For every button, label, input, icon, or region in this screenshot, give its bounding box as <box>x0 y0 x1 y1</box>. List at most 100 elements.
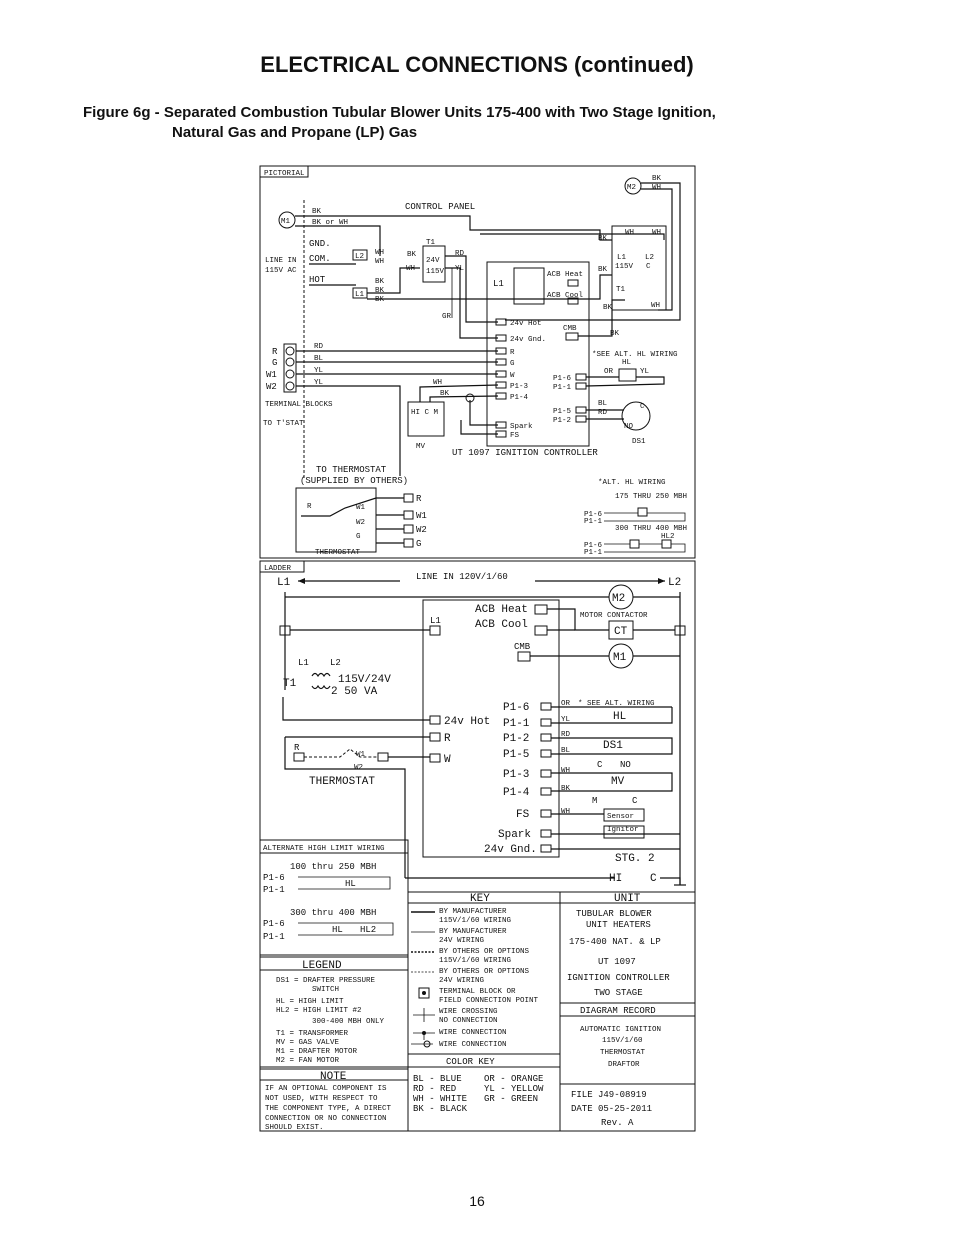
legend-item-5: T1 = TRANSFORMER <box>276 1030 349 1038</box>
legend-item-8: M2 = FAN MOTOR <box>276 1057 340 1065</box>
tstat-r-line <box>301 497 404 517</box>
record-line-2: THERMOSTAT <box>600 1049 646 1057</box>
transformer-coil-top <box>311 672 331 678</box>
legend-item-6: MV = GAS VALVE <box>276 1039 340 1047</box>
key-symbol-7-ring <box>423 1040 431 1048</box>
m2-label: M2 <box>627 184 636 192</box>
com-label: COM. <box>309 254 331 264</box>
sensor-box <box>603 808 645 822</box>
l2-block <box>352 249 368 261</box>
tstat-g-label: G <box>356 533 361 541</box>
alt-300-label: 300 THRU 400 MBH <box>615 525 687 533</box>
t1-115v-label: 115V <box>426 268 445 276</box>
l1-feed-wire <box>367 274 612 300</box>
ladder-controller-box <box>422 599 560 858</box>
ladder-yl-label: YL <box>561 716 571 724</box>
m2-wh-wire <box>641 188 673 311</box>
pin-spark: Spark <box>498 829 531 841</box>
alt-p11-2: P1-1 <box>263 932 285 942</box>
key-symbol-4-dot <box>422 991 426 995</box>
key-item-3a: BY OTHERS OR OPTIONS <box>439 968 530 976</box>
t1-rd-wire <box>445 255 498 323</box>
ignition-controller-box <box>486 261 590 447</box>
tstat-term-g: G <box>416 539 421 549</box>
record-file: FILE J49-08919 <box>571 1090 647 1100</box>
tstat-w2-terminal <box>403 524 414 534</box>
color-key-left-2: WH - WHITE <box>413 1094 467 1104</box>
ignitor-box <box>603 825 645 839</box>
l1-label: L1 <box>355 291 365 299</box>
terminal-strip: R G W1 W2 RD BL YL YL TERMINAL BLOCKS TO… <box>263 343 498 476</box>
hl-yl-label: YL <box>640 368 650 376</box>
ctrl-term-p11 <box>575 382 587 390</box>
unit-title: UNIT <box>614 893 641 905</box>
ladder-24v-hot-label: 24v Hot <box>444 716 490 728</box>
mv-loop-wire <box>551 772 673 792</box>
pin-p15-term <box>540 749 552 758</box>
unit-line-3: UT 1097 <box>598 957 636 967</box>
key-item-3b: 24V WIRING <box>439 977 485 985</box>
note-line-0: IF AN OPTIONAL COMPONENT IS <box>265 1085 387 1093</box>
alt-hl2: HL2 <box>360 925 376 935</box>
tstat-w1-label: W1 <box>356 504 366 512</box>
ladder-rd-label: RD <box>561 731 571 739</box>
hl-wire-out <box>585 376 665 387</box>
pictorial-frame <box>259 165 696 559</box>
m1-bk-or-wh-label: BK or WH <box>312 219 348 227</box>
alt-p11-label: P1-1 <box>584 518 603 526</box>
color-key-right-0: OR - ORANGE <box>484 1074 543 1084</box>
color-key-left-0: BL - BLUE <box>413 1074 462 1084</box>
pin-p14-term <box>540 787 552 796</box>
ladder-ds1-c-label: C <box>597 760 603 770</box>
cmb-bk-label: BK <box>610 330 620 338</box>
ladder-wh-label-2: WH <box>561 808 570 816</box>
transformer-coil-bottom <box>311 684 331 690</box>
pin-p12-term <box>540 733 552 742</box>
fs-wire <box>460 420 498 435</box>
legend-title: LEGEND <box>302 960 342 972</box>
terminal-yl-label-1: YL <box>314 367 324 375</box>
pin-p16-term <box>540 702 552 711</box>
stg2-label: STG. 2 <box>615 853 655 865</box>
ladder-l1-label: L1 <box>277 577 291 589</box>
contactor-block <box>611 225 667 311</box>
ctrl-term-p16 <box>575 373 587 381</box>
key-item-4a: TERMINAL BLOCK OR <box>439 988 516 996</box>
pin-spark-term <box>540 829 552 838</box>
note-line-2: THE COMPONENT TYPE, A DIRECT <box>265 1105 392 1113</box>
pin-p11: P1-1 <box>503 718 530 730</box>
ladder-bk-label: BK <box>561 785 571 793</box>
ctrl-term-r <box>495 347 507 355</box>
diagram-record-title: DIAGRAM RECORD <box>580 1006 656 1016</box>
terminal-block-body <box>283 343 297 393</box>
contactor-t1-label: T1 <box>616 286 626 294</box>
contactor-l2-label: L2 <box>645 254 654 262</box>
terminal-r <box>285 346 295 356</box>
ctrl-p13-label: P1-3 <box>510 383 529 391</box>
mv-wh-wire <box>419 384 499 402</box>
line-voltage-label: 115V AC <box>265 267 297 275</box>
t1-bk-label: BK <box>407 251 417 259</box>
acb-heat-term <box>534 604 548 615</box>
pin-p14: P1-4 <box>503 787 530 799</box>
acb-cool-terminal <box>567 297 579 305</box>
ladder-section: L1 L2 LINE IN 120V/1/60 M2 L1 ACB Heat A… <box>259 572 696 1132</box>
pictorial-label: PICTORIAL <box>264 170 305 178</box>
pin-p13-term <box>540 769 552 778</box>
terminal-w1 <box>285 369 295 379</box>
m1-bk-label: BK <box>312 208 322 216</box>
record-line-0: AUTOMATIC IGNITION <box>580 1026 661 1034</box>
m2-wh-label: WH <box>652 184 661 192</box>
note-line-1: NOT USED, WITH RESPECT TO <box>265 1095 378 1103</box>
ds1-label: DS1 <box>632 438 646 446</box>
ladder-cmb-label: CMB <box>514 642 531 652</box>
m1-label: M1 <box>281 218 291 226</box>
ladder-mv-label: MV <box>611 776 625 788</box>
acb-cool-term <box>534 625 548 636</box>
ladder-see-alt-label: * SEE ALT. WIRING <box>578 700 655 708</box>
ctrl-term-24v-gnd <box>495 334 507 342</box>
pin-p13: P1-3 <box>503 769 529 781</box>
unit-line-2: 175-400 NAT. & LP <box>569 937 661 947</box>
l2-label: L2 <box>355 253 364 261</box>
key-title: KEY <box>470 893 490 905</box>
